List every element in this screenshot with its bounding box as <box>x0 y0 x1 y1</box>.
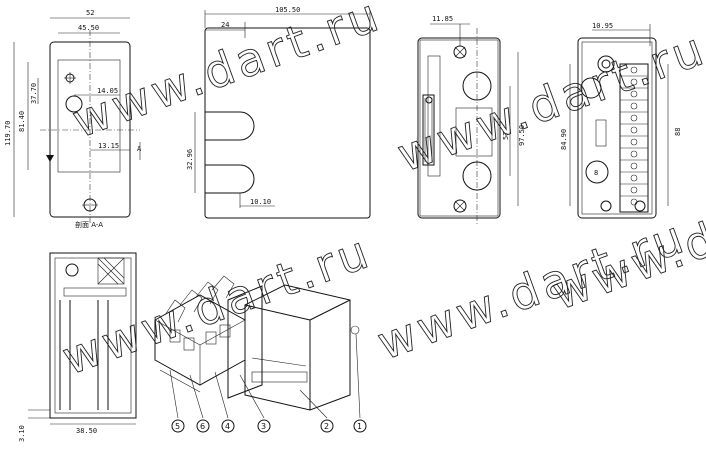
side-length-label: 105.50 <box>275 6 300 14</box>
section-width-label: 38.50 <box>76 427 97 435</box>
callout-6: 6 <box>200 422 205 431</box>
terminal-height-b-label: 88 <box>674 128 682 136</box>
back-top-offset-label: 11.85 <box>432 15 453 23</box>
watermark-text: www.dart.ru <box>545 159 706 321</box>
front-h2-label: 13.15 <box>98 142 119 150</box>
back-h57-label: 57 <box>502 132 510 140</box>
callout-4: 4 <box>225 422 230 431</box>
section-mark-a: A <box>137 145 142 153</box>
front-view: 52 45.50 119.70 81.40 37.70 14.05 13.15 … <box>4 9 142 229</box>
front-v1-label: 37.70 <box>30 83 38 104</box>
callout-circle-5 <box>171 419 185 433</box>
side-slot-depth-label: 10.10 <box>250 198 271 206</box>
terminal-top-offset-label: 10.95 <box>592 22 613 30</box>
isometric-assembly: 5 6 4 3 2 1 <box>154 275 367 433</box>
section-view: 38.50 3.10 <box>18 252 137 442</box>
section-thickness-label: 3.10 <box>18 425 26 442</box>
callout-1: 1 <box>357 422 362 431</box>
callout-circle-6 <box>196 419 210 433</box>
side-view: 105.50 24 32.96 10.10 <box>186 6 371 219</box>
terminal-screw-label: 8 <box>594 169 598 177</box>
callout-circle-4 <box>221 419 235 433</box>
terminal-strip <box>619 63 649 213</box>
front-inner-height-label: 81.40 <box>18 111 26 132</box>
side-offset-label: 24 <box>221 21 229 29</box>
callout-2: 2 <box>324 422 329 431</box>
callout-5: 5 <box>175 422 180 431</box>
side-slot-height-label: 32.96 <box>186 149 194 170</box>
section-caption: 剖面 A-A <box>75 220 103 229</box>
back-view: 11.85 57 97.50 <box>417 15 526 225</box>
front-inner-width-label: 45.50 <box>78 24 99 32</box>
terminal-height-a-label: 84.90 <box>560 129 568 150</box>
front-width-label: 52 <box>86 9 94 17</box>
watermark-text: www.dart.ru <box>55 224 378 386</box>
callout-circle-2 <box>320 419 334 433</box>
back-h97-label: 97.50 <box>518 125 526 146</box>
callout-3: 3 <box>261 422 266 431</box>
callout-circle-1 <box>353 419 367 433</box>
front-h1-label: 14.05 <box>97 87 118 95</box>
callout-circle-3 <box>257 419 271 433</box>
terminal-view: 10.95 84.90 88 8 <box>560 22 682 219</box>
terminal-block <box>154 275 246 393</box>
front-height-label: 119.70 <box>4 121 12 146</box>
watermark-layer: www.dart.ru www.dart.ru www.dart.ru www.… <box>55 0 706 386</box>
watermark-text: www.dart.ru <box>390 21 706 183</box>
